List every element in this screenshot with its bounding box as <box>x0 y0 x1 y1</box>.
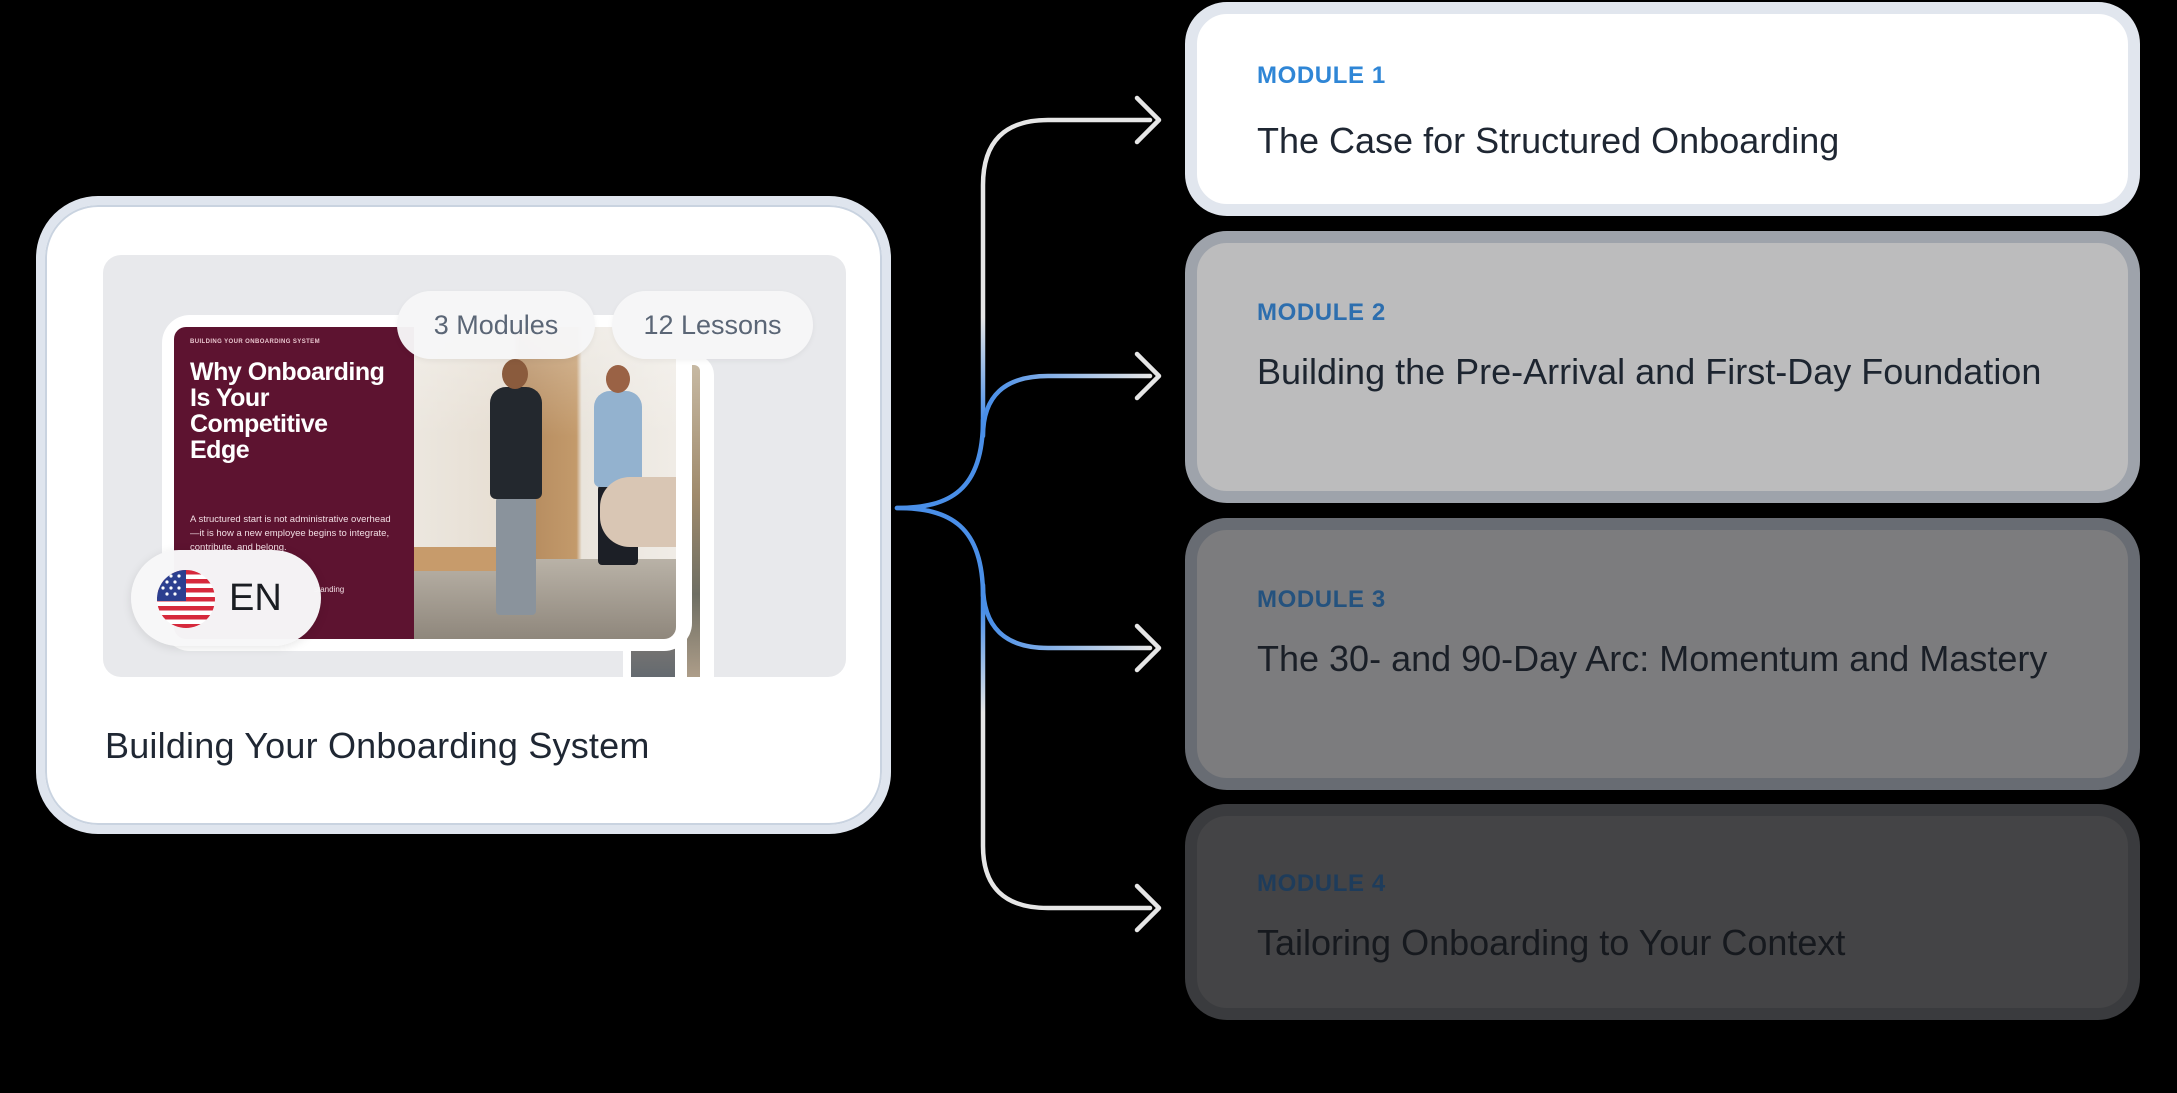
language-badge[interactable]: EN <box>131 550 321 646</box>
connector-lower <box>894 505 1153 911</box>
module-title: Building the Pre-Arrival and First-Day F… <box>1257 351 2042 392</box>
module-card-1[interactable]: MODULE 1 The Case for Structured Onboard… <box>1185 2 2140 216</box>
arrow-module-2 <box>1134 351 1162 401</box>
module-label: MODULE 1 <box>1257 62 1386 89</box>
slide-photo <box>414 327 676 639</box>
arrow-module-3 <box>1134 623 1162 673</box>
module-label: MODULE 3 <box>1257 586 1386 613</box>
arrow-module-4 <box>1134 883 1162 933</box>
module-card-2[interactable]: MODULE 2 Building the Pre-Arrival and Fi… <box>1185 231 2140 503</box>
arrow-module-1 <box>1134 95 1162 145</box>
module-title: The Case for Structured Onboarding <box>1257 120 1840 161</box>
module-label: MODULE 2 <box>1257 299 1386 326</box>
connector-module-3 <box>980 582 1153 651</box>
module-card-4[interactable]: MODULE 4 Tailoring Onboarding to Your Co… <box>1185 804 2140 1020</box>
slide-footer: standing <box>314 585 345 594</box>
slide-eyebrow: BUILDING YOUR ONBOARDING SYSTEM <box>190 339 320 345</box>
course-preview: BUILDING YOUR ONBOARDING SYSTEM Why Onbo… <box>103 255 846 677</box>
slide-title: Why Onboarding Is Your Competitive Edge <box>190 358 385 464</box>
module-label: MODULE 4 <box>1257 870 1386 897</box>
connector-module-2 <box>980 373 1153 439</box>
language-label: EN <box>229 577 282 619</box>
connector-trunk <box>894 117 1153 511</box>
module-title: Tailoring Onboarding to Your Context <box>1257 922 1846 963</box>
modules-count-pill: 3 Modules <box>397 291 595 359</box>
slide-body: A structured start is not administrative… <box>190 514 391 553</box>
lessons-count-pill: 12 Lessons <box>612 291 813 359</box>
module-card-3[interactable]: MODULE 3 The 30- and 90-Day Arc: Momentu… <box>1185 518 2140 790</box>
course-card[interactable]: BUILDING YOUR ONBOARDING SYSTEM Why Onbo… <box>36 196 891 834</box>
us-flag-icon <box>157 570 215 628</box>
module-title: The 30- and 90-Day Arc: Momentum and Mas… <box>1257 638 2048 679</box>
course-title: Building Your Onboarding System <box>105 725 650 766</box>
